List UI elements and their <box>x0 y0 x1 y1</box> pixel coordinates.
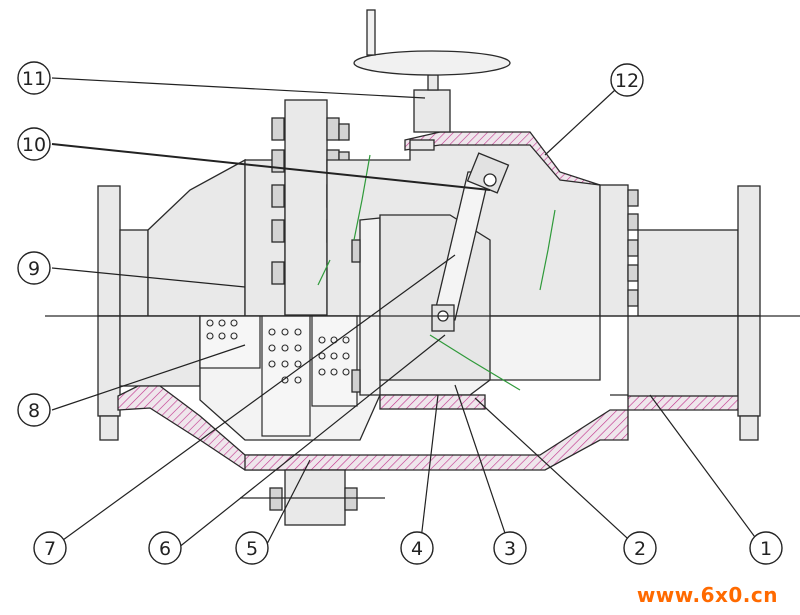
callout-label-8: 8 <box>28 400 40 422</box>
callout-12: 12 <box>610 63 644 97</box>
top-operator <box>353 9 601 186</box>
gearbox <box>413 89 451 133</box>
valve-body <box>97 99 761 317</box>
left-end-flange <box>97 185 121 317</box>
callout-label-6: 6 <box>159 538 171 560</box>
callout-6: 6 <box>148 531 182 565</box>
callout-10: 10 <box>17 127 51 161</box>
center-flange-column <box>284 99 328 316</box>
strainer-holes <box>206 319 350 384</box>
flange-bolts-right <box>627 189 639 307</box>
callout-label-9: 9 <box>28 258 40 280</box>
callout-8: 8 <box>17 393 51 427</box>
leader-2 <box>474 397 639 549</box>
callout-9: 9 <box>17 251 51 285</box>
callout-label-4: 4 <box>411 538 423 560</box>
leader-11 <box>51 77 426 99</box>
callout-label-10: 10 <box>22 134 46 156</box>
callout-5: 5 <box>235 531 269 565</box>
leader-4 <box>419 394 439 549</box>
leader-8 <box>51 344 246 411</box>
callout-2: 2 <box>623 531 657 565</box>
callout-label-12: 12 <box>615 70 639 92</box>
leader-3 <box>454 384 511 549</box>
callout-7: 7 <box>33 531 67 565</box>
left-end-flange-lower <box>97 315 121 417</box>
handwheel <box>353 50 511 76</box>
callout-label-11: 11 <box>22 68 46 90</box>
leader-9 <box>51 267 246 288</box>
callout-label-1: 1 <box>760 538 772 560</box>
callout-11: 11 <box>17 61 51 95</box>
right-end-flange <box>737 185 761 317</box>
watermark: www.6x0.cn <box>636 583 778 607</box>
callout-1: 1 <box>749 531 783 565</box>
callout-label-7: 7 <box>44 538 56 560</box>
callout-label-3: 3 <box>504 538 516 560</box>
left-flange-lip <box>119 229 149 317</box>
leader-5 <box>264 459 311 549</box>
callout-label-2: 2 <box>634 538 646 560</box>
callout-label-5: 5 <box>246 538 258 560</box>
strainer-plate-right <box>311 315 358 407</box>
left-flange-foot <box>99 415 119 441</box>
right-casing-hatched <box>610 394 741 411</box>
right-pipe-upper <box>637 229 739 317</box>
leader-6 <box>177 334 446 549</box>
right-flange-foot <box>739 415 759 441</box>
right-end-flange-lower <box>737 315 761 417</box>
callout-4: 4 <box>400 531 434 565</box>
strainer-plate-left <box>199 315 261 369</box>
disc <box>359 217 381 396</box>
leader-1 <box>649 394 764 549</box>
strainer-plate-center <box>261 315 311 437</box>
seam-accents <box>317 154 556 391</box>
disc-assembly <box>351 152 510 410</box>
leader-10 <box>51 143 491 191</box>
left-neck-upper <box>147 158 246 317</box>
right-body-flange <box>599 184 629 317</box>
leader-lines <box>51 77 764 549</box>
leader-7 <box>51 254 456 549</box>
callout-3: 3 <box>493 531 527 565</box>
leader-12 <box>544 89 616 156</box>
